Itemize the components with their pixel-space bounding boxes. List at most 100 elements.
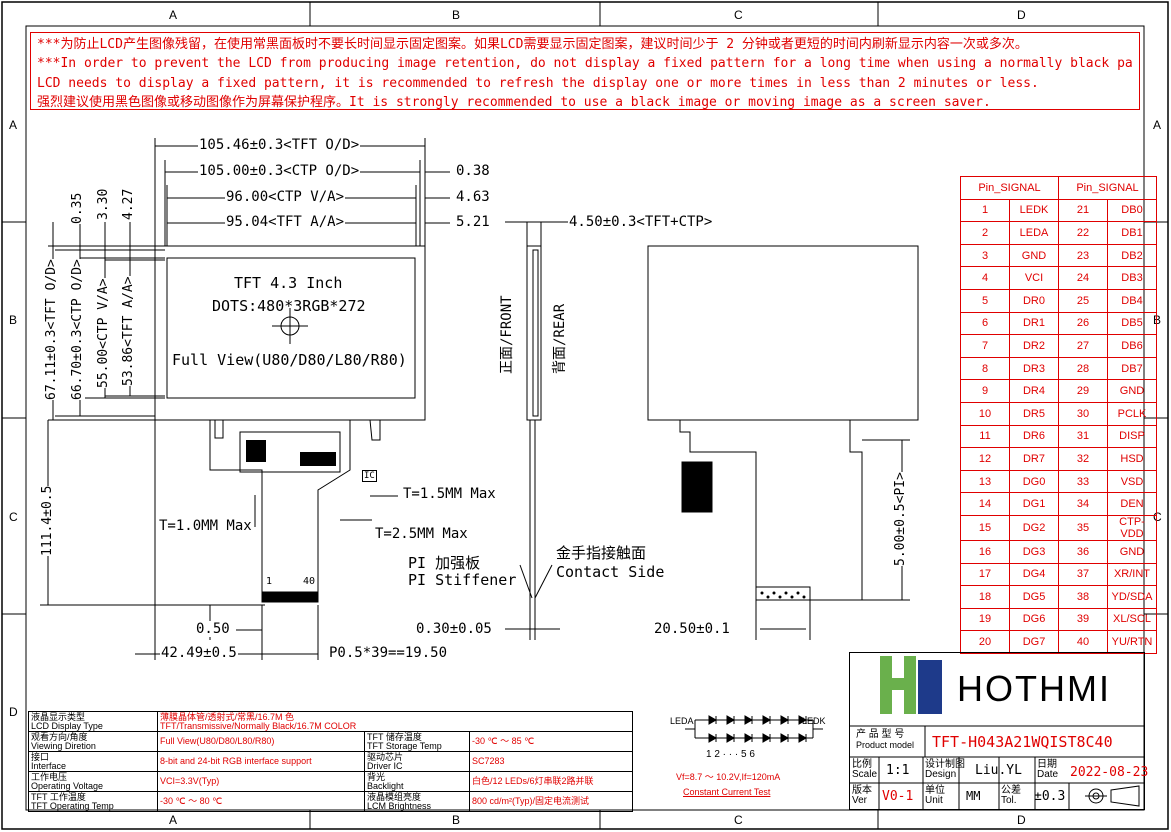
pin-signal: LEDA	[1009, 221, 1059, 245]
title-block-lines	[849, 725, 1145, 810]
pin-signal: HSD	[1107, 447, 1157, 471]
grid-col-c: C	[734, 8, 743, 22]
pin-signal: DEN	[1107, 492, 1157, 516]
dim-pi-length: 5.00±0.5<PI>	[893, 472, 908, 566]
front-outline	[154, 245, 426, 421]
pin-number: 40	[1058, 630, 1108, 654]
pin-signal: DR1	[1009, 311, 1059, 336]
dim-r1: 0.38	[455, 163, 491, 179]
fpc-components	[239, 431, 341, 473]
dim-side-thickness: 4.50±0.3<TFT+CTP>	[568, 214, 714, 230]
ver-value: V0-1	[882, 789, 914, 804]
pin-signal: GND	[1107, 379, 1157, 403]
pin-signal: DB3	[1107, 266, 1157, 290]
pin-number: 2	[960, 221, 1010, 245]
screen-dots: DOTS:480*3RGB*272	[212, 297, 366, 315]
pin-number: 18	[960, 585, 1010, 609]
pin-signal: DG1	[1009, 492, 1059, 516]
pin-signal: VSD	[1107, 469, 1157, 494]
pin-signal: XL/SCL	[1107, 607, 1157, 632]
pin-number: 35	[1058, 514, 1108, 541]
pin-number: 17	[960, 562, 1010, 587]
pin-number: 15	[960, 514, 1010, 541]
pin-signal: DR4	[1009, 379, 1059, 403]
warning-line-2: ***In order to prevent the LCD from prod…	[37, 56, 1133, 72]
pin-number: 22	[1058, 221, 1108, 245]
led-schematic	[685, 715, 823, 743]
grid-col-a: A	[169, 8, 178, 22]
pin-signal: DR6	[1009, 424, 1059, 449]
dim-t1: 0.35	[70, 192, 85, 224]
designer-value: Liu.YL	[975, 763, 1022, 778]
rear-pi-stiffener	[755, 586, 811, 601]
pin-number: 5	[960, 288, 1010, 313]
grid-col-d: D	[1017, 8, 1026, 22]
dim-r3: 5.21	[455, 214, 491, 230]
label-rear: 背面/REAR	[549, 303, 569, 374]
pin-number: 25	[1058, 288, 1108, 313]
front-active-area	[166, 257, 416, 399]
pin-signal: DR0	[1009, 288, 1059, 313]
label-front: 正面/FRONT	[496, 295, 516, 374]
pin-number: 8	[960, 356, 1010, 381]
pin-number: 11	[960, 424, 1010, 449]
pin-signal: DG0	[1009, 469, 1059, 494]
dim-ctp-va-height: 55.00<CTP V/A>	[96, 278, 111, 388]
title-block	[849, 652, 1145, 810]
led-vf: Vf=8.7 ～ 10.2V,If=120mA	[676, 772, 781, 782]
unit-value: MM	[966, 789, 981, 803]
label-thickness-10: T=1.0MM Max	[158, 518, 253, 534]
warning-line-1: ***为防止LCD产生图像残留，在使用常黑面板时不要长时间显示固定图案。如果LC…	[37, 37, 1028, 52]
grid-row-b: B	[9, 313, 18, 327]
pin-number: 20	[960, 630, 1010, 654]
pin-number: 28	[1058, 356, 1108, 381]
pin-number: 9	[960, 379, 1010, 403]
pin-number: 38	[1058, 585, 1108, 609]
pin-number: 27	[1058, 334, 1108, 358]
grid-col-d-bottom: D	[1017, 813, 1026, 827]
dim-tft-aa-width: 95.04<TFT A/A>	[225, 214, 346, 230]
spec-value: 8-bit and 24-bit RGB interface support	[157, 751, 365, 772]
pin-signal: DR2	[1009, 334, 1059, 358]
grid-col-b: B	[452, 8, 461, 22]
gold-fingers	[261, 591, 319, 603]
pin-number: 21	[1058, 198, 1108, 223]
pin-signal: PCLK	[1107, 401, 1157, 426]
fpc-pin-1: 1	[265, 576, 274, 587]
dim-t3: 4.27	[121, 188, 136, 220]
rear-stiffener-black	[681, 461, 713, 513]
dim-fpc-width: 20.50±0.1	[653, 621, 731, 637]
label-thickness-15: T=1.5MM Max	[402, 486, 497, 502]
warning-line-4: 强烈建议使用黑色图像或移动图像作为屏幕保护程序。It is strongly r…	[37, 94, 991, 110]
grid-row-c: C	[9, 510, 18, 524]
pin-header-right: Pin_SIGNAL	[1058, 176, 1157, 200]
spec-value: 白色/12 LEDs/6灯串联2路并联	[469, 771, 633, 792]
pin-signal: DB0	[1107, 198, 1157, 223]
spec-value: Full View(U80/D80/L80/R80)	[157, 731, 365, 752]
scale-value: 1:1	[886, 763, 910, 778]
date-value: 2022-08-23	[1070, 765, 1149, 780]
pin-number: 1	[960, 198, 1010, 223]
ic-label: IC	[362, 470, 377, 482]
dim-pi-thickness: 0.30±0.05	[415, 621, 493, 637]
